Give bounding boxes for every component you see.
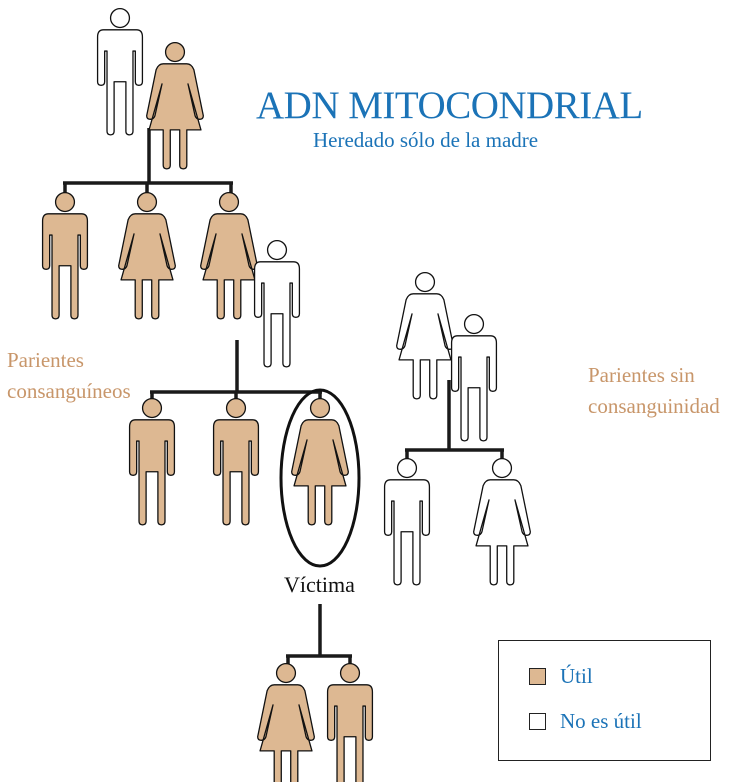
label-blood-relatives-text: Parientes consanguíneos xyxy=(7,348,131,403)
body-inlaw-daughter xyxy=(473,479,531,586)
diagram-subtitle: Heredado sólo de la madre xyxy=(313,128,539,152)
head-victim xyxy=(309,397,331,419)
head-uncle xyxy=(54,191,76,213)
label-blood-relatives: Parientes consanguíneos xyxy=(7,345,157,407)
label-non-blood-relatives: Parientes sin consanguinidad xyxy=(588,360,728,422)
body-brother-1 xyxy=(128,419,176,526)
head-grandmother xyxy=(164,41,186,63)
head-brother-2 xyxy=(225,397,247,419)
figure-brother-1 xyxy=(128,397,176,526)
body-grandfather xyxy=(96,29,144,136)
body-child-daughter xyxy=(257,684,315,782)
head-child-daughter xyxy=(275,662,297,684)
body-aunt xyxy=(118,213,176,320)
legend-row-useful: Útil xyxy=(529,664,593,689)
legend-swatch-not-useful xyxy=(529,713,546,730)
figure-aunt xyxy=(118,191,176,320)
figure-inlaw-son xyxy=(383,457,431,586)
body-father xyxy=(253,261,301,368)
figure-uncle xyxy=(41,191,89,320)
body-grandmother xyxy=(146,63,204,170)
body-inlaw-son xyxy=(383,479,431,586)
legend-row-not-useful: No es útil xyxy=(529,709,642,734)
head-inlaw-son xyxy=(396,457,418,479)
victim-highlight-ring xyxy=(279,388,361,568)
label-victim: Víctima xyxy=(284,572,355,597)
figure-mother xyxy=(200,191,258,320)
body-uncle xyxy=(41,213,89,320)
head-father xyxy=(266,239,288,261)
figure-child-daughter xyxy=(257,662,315,782)
head-child-son xyxy=(339,662,361,684)
head-inlaw-daughter xyxy=(491,457,513,479)
body-inlaw-mother xyxy=(396,293,454,400)
head-aunt xyxy=(136,191,158,213)
figure-inlaw-daughter xyxy=(473,457,531,586)
head-inlaw-mother xyxy=(414,271,436,293)
body-child-son xyxy=(326,684,374,782)
figure-grandmother xyxy=(146,41,204,170)
body-victim xyxy=(291,419,349,526)
head-inlaw-father xyxy=(463,313,485,335)
legend-label-not-useful: No es útil xyxy=(560,709,642,733)
legend: Útil No es útil xyxy=(498,640,711,761)
figure-child-son xyxy=(326,662,374,782)
body-mother xyxy=(200,213,258,320)
head-brother-1 xyxy=(141,397,163,419)
figure-grandfather xyxy=(96,7,144,136)
figure-brother-2 xyxy=(212,397,260,526)
legend-swatch-useful xyxy=(529,668,546,685)
figure-inlaw-mother xyxy=(396,271,454,400)
body-inlaw-father xyxy=(450,335,498,442)
figure-father xyxy=(253,239,301,368)
figure-victim xyxy=(291,397,349,526)
body-brother-2 xyxy=(212,419,260,526)
head-grandfather xyxy=(109,7,131,29)
legend-label-useful: Útil xyxy=(560,664,593,688)
head-mother xyxy=(218,191,240,213)
diagram-title: ADN MITOCONDRIAL xyxy=(256,84,643,127)
figure-inlaw-father xyxy=(450,313,498,442)
label-non-blood-relatives-text: Parientes sin consanguinidad xyxy=(588,363,720,418)
